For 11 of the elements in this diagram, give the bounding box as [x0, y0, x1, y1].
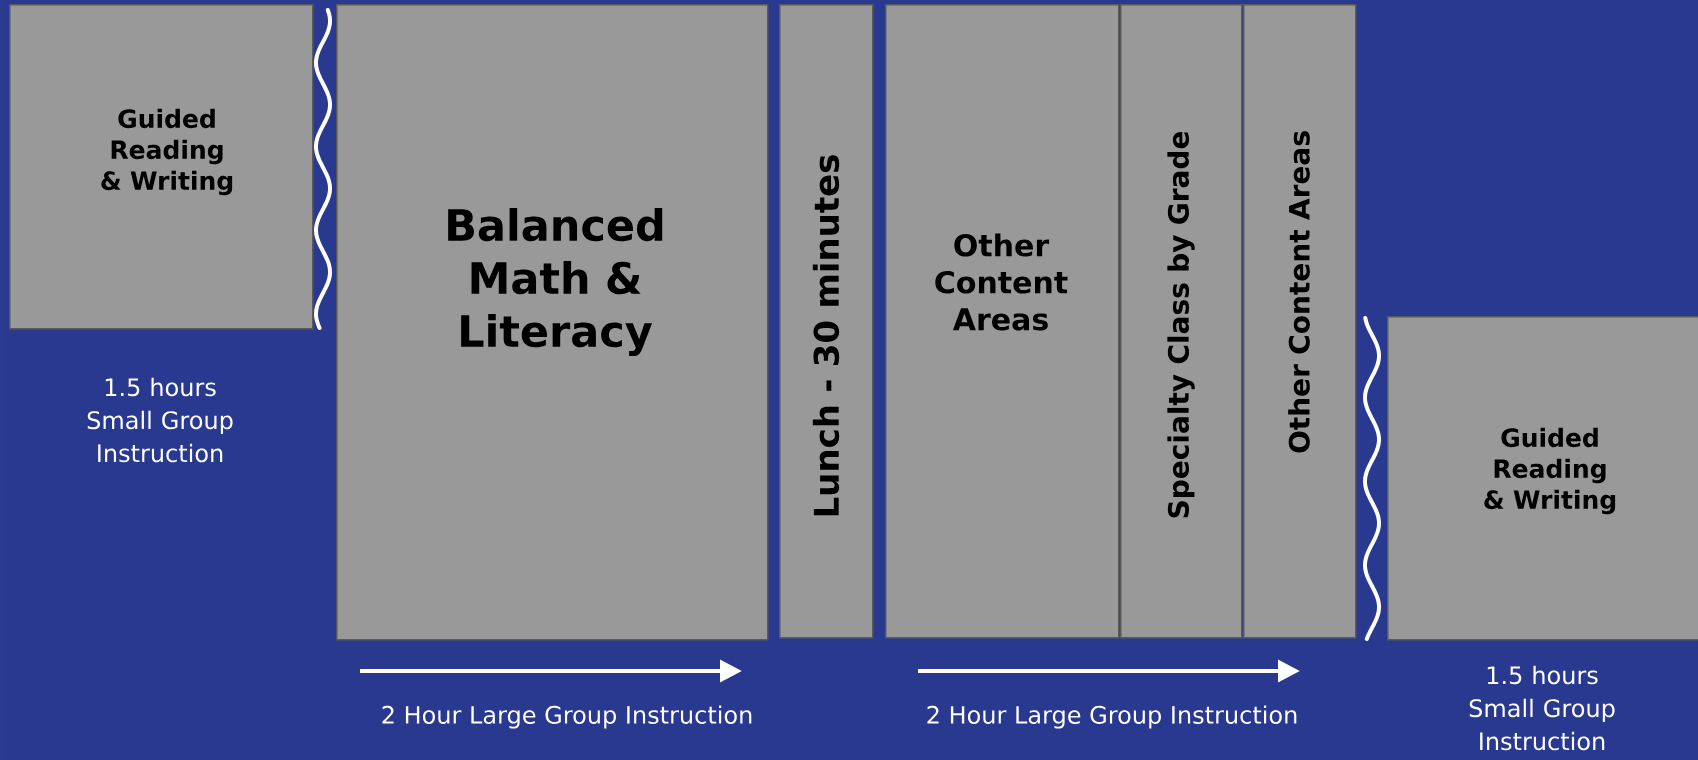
time-block: Lunch - 30 minutes [779, 4, 874, 639]
duration-note: 1.5 hours Small Group Instruction [1469, 665, 1615, 751]
caption: 2 Hour Large Group Instruction [927, 705, 1297, 729]
time-block: Other Content Areas [885, 4, 1120, 639]
time-block: Specialty Class by Grade [1120, 4, 1243, 639]
time-block: Guided Reading & Writing [1387, 316, 1698, 641]
time-block: Other Content Areas [1243, 4, 1357, 639]
duration-note: 1.5 hours Small Group Instruction [87, 377, 233, 463]
time-block: Balanced Math & Literacy [336, 4, 769, 641]
caption: 2 Hour Large Group Instruction [382, 705, 752, 729]
time-block: Guided Reading & Writing [9, 4, 314, 330]
